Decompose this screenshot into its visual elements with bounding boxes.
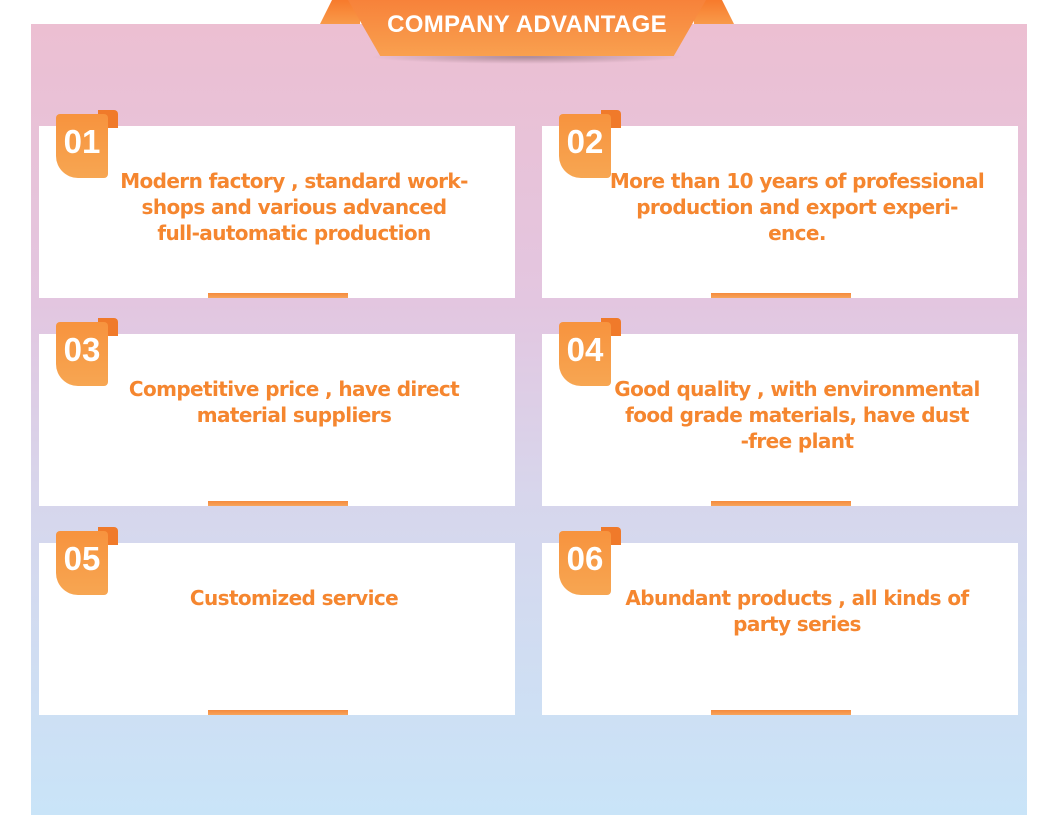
advantage-number: 01 — [63, 123, 101, 160]
advantage-text: Customized service — [189, 586, 399, 610]
number-badge-02: 02 — [559, 110, 621, 178]
advantage-number: 04 — [566, 331, 604, 368]
advantage-text: Abundant products , all kinds of party s… — [625, 586, 969, 636]
advantage-card-05: Customized service — [39, 543, 515, 715]
advantage-number: 03 — [63, 331, 101, 368]
badge-body: 05 — [56, 531, 108, 595]
card-underline — [208, 710, 348, 715]
badge-body: 02 — [559, 114, 611, 178]
header-banner: COMPANY ADVANTAGE — [320, 0, 734, 66]
card-underline — [711, 293, 851, 298]
advantage-card-01: Modern factory , standard work- shops an… — [39, 126, 515, 298]
advantage-text: Good quality , with environmental food g… — [614, 377, 980, 453]
advantage-number: 05 — [63, 540, 101, 577]
advantage-card-02: More than 10 years of professional produ… — [542, 126, 1018, 298]
number-badge-01: 01 — [56, 110, 118, 178]
advantage-card-03: Competitive price , have direct material… — [39, 334, 515, 506]
number-badge-03: 03 — [56, 318, 118, 386]
number-badge-04: 04 — [559, 318, 621, 386]
banner-plate: COMPANY ADVANTAGE — [348, 0, 706, 56]
advantage-text: Competitive price , have direct material… — [128, 377, 460, 427]
advantage-card-04: Good quality , with environmental food g… — [542, 334, 1018, 506]
badge-body: 04 — [559, 322, 611, 386]
advantage-text: Modern factory , standard work- shops an… — [120, 169, 468, 245]
card-underline — [208, 501, 348, 506]
advantage-number: 02 — [566, 123, 604, 160]
badge-body: 06 — [559, 531, 611, 595]
badge-body: 03 — [56, 322, 108, 386]
card-underline — [711, 501, 851, 506]
card-underline — [208, 293, 348, 298]
advantage-text: More than 10 years of professional produ… — [609, 169, 985, 245]
advantage-number: 06 — [566, 540, 604, 577]
page-title: COMPANY ADVANTAGE — [387, 11, 667, 38]
number-badge-06: 06 — [559, 527, 621, 595]
advantage-card-06: Abundant products , all kinds of party s… — [542, 543, 1018, 715]
number-badge-05: 05 — [56, 527, 118, 595]
card-underline — [711, 710, 851, 715]
badge-body: 01 — [56, 114, 108, 178]
